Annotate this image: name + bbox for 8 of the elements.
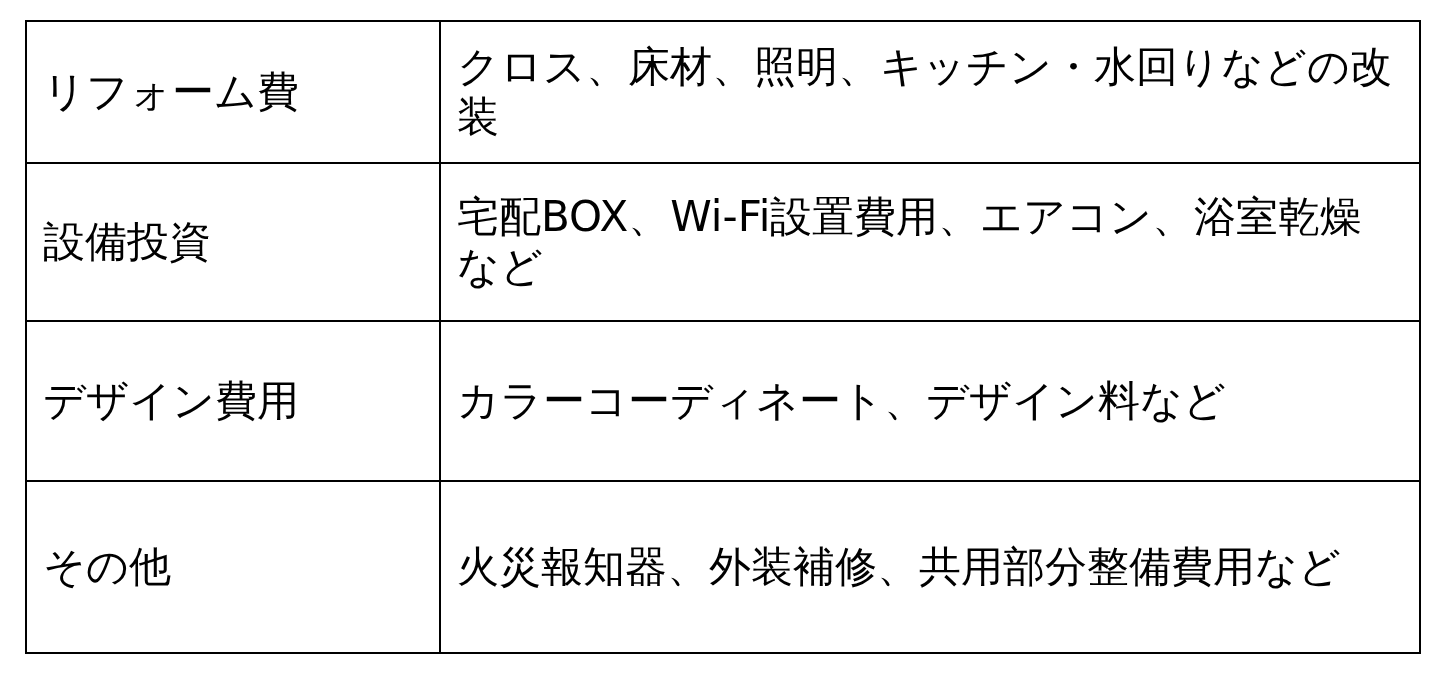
table-cell: クロス、床材、照明、キッチン・水回りなどの改装 (439, 22, 1419, 162)
table-cell: カラーコーディネート、デザイン料など (439, 322, 1419, 480)
row-header-cell-text: 設備投資 (42, 215, 212, 268)
table-cell: 火災報知器、外装補修、共用部分整備費用など (439, 482, 1419, 652)
row-header-cell-text: リフォーム費 (42, 65, 300, 118)
row-header-cell-text: その他 (42, 540, 172, 593)
row-header-cell-text: デザイン費用 (42, 374, 300, 427)
table-cell: 宅配BOX、Wi-Fi設置費用、エアコン、浴室乾燥など (439, 164, 1419, 320)
